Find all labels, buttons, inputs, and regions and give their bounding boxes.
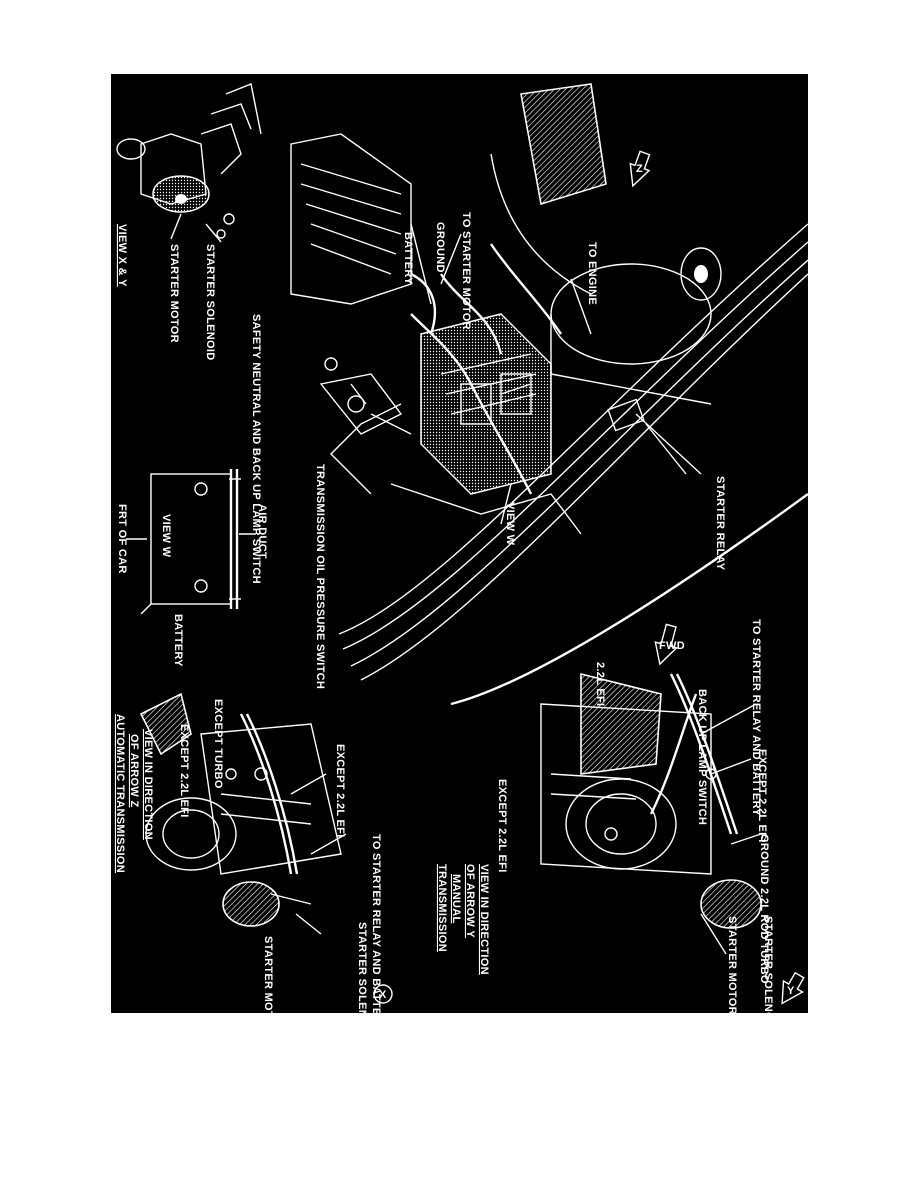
label-view-x-title-1: VIEW IN DIRECTION	[142, 729, 154, 840]
label-starter-solenoid-y: STARTER SOLENOID	[762, 916, 774, 1013]
label-view-w: VIEW W	[504, 502, 516, 546]
label-22-efi-top: 2.2L EFI	[594, 662, 606, 706]
label-except-22-efi-top-a: EXCEPT 2.2L EFI	[756, 749, 768, 843]
label-starter-motor-x: STARTER MOTOR	[262, 936, 274, 1013]
arrow-y: Y	[781, 971, 805, 1005]
label-view-y-title-2: OF ARROW Y	[464, 864, 476, 938]
label-except-22-efi-bottom-a: EXCEPT 2.2L EFI	[178, 724, 190, 818]
main-engine-view	[290, 83, 808, 706]
label-except-22-efi-bottom-b: EXCEPT 2.2L EFI	[334, 744, 346, 838]
label-view-xy-title: VIEW X & Y	[116, 224, 128, 287]
label-back-up-lamp-switch: BACK UP LAMP SWITCH	[696, 689, 708, 825]
view-xy-inset	[116, 83, 262, 243]
arrow-fwd-label: FWD	[659, 640, 685, 652]
label-starter-motor-y: STARTER MOTOR	[726, 916, 738, 1013]
view-x-inset	[139, 692, 347, 935]
label-battery: BATTERY	[402, 232, 414, 285]
label-air-duct: AIR DUCT	[256, 504, 268, 559]
label-to-engine: TO ENGINE	[586, 242, 598, 305]
label-to-starter-motor: TO STARTER MOTOR	[460, 212, 472, 330]
label-view-y-title-1: VIEW IN DIRECTION	[478, 864, 490, 975]
label-view-y-title-4: TRANSMISSION	[436, 864, 448, 952]
arrow-y-label: Y	[787, 985, 795, 997]
arrow-z-label: Z	[636, 163, 643, 175]
label-battery-w: BATTERY	[172, 614, 184, 667]
label-except-turbo: EXCEPT TURBO	[212, 699, 224, 789]
label-starter-solenoid-x: STARTER SOLENOID	[356, 922, 368, 1013]
starter-wiring-diagram: Z FWD Y X STARTER RELAY VIEW W TO ENGINE…	[114, 83, 808, 1013]
label-view-x-title-2: OF ARROW Z	[128, 734, 140, 807]
label-starter-motor-xy: STARTER MOTOR	[168, 244, 180, 343]
arrow-fwd: FWD	[654, 623, 685, 666]
label-to-starter-relay-battery-top: TO STARTER RELAY AND BATTERY	[750, 619, 762, 816]
label-ground: GROUND	[434, 222, 446, 273]
arrow-z: Z	[629, 150, 651, 188]
view-w-inset	[126, 469, 256, 615]
label-ground-rod-turbo: GROUND 2.2L ROD TURBO	[758, 834, 770, 984]
label-view-w-title: VIEW W	[160, 514, 172, 558]
label-starter-solenoid-xy: STARTER SOLENOID	[204, 244, 216, 360]
label-except-22-efi-top-b: EXCEPT 2.2L EFI	[496, 779, 508, 873]
label-transmission-oil-pressure-switch: TRANSMISSION OIL PRESSURE SWITCH	[314, 464, 326, 689]
label-to-starter-relay-battery-bottom: TO STARTER RELAY AND BATTERY	[370, 834, 382, 1013]
labels: STARTER RELAY VIEW W TO ENGINE TO STARTE…	[114, 212, 774, 1013]
label-safety-neutral-switch: SAFETY NEUTRAL AND BACK UP LAMP SWITCH	[250, 314, 262, 584]
label-starter-relay: STARTER RELAY	[714, 476, 726, 571]
diagram-panel: Z FWD Y X STARTER RELAY VIEW W TO ENGINE…	[111, 74, 808, 1013]
label-view-x-title-3: AUTOMATIC TRANSMISSION	[114, 714, 126, 873]
label-frt-of-car: FRT OF CAR	[116, 504, 128, 574]
arrow-x: X	[373, 984, 393, 1004]
view-y-inset	[540, 672, 762, 955]
label-view-y-title-3: MANUAL	[450, 874, 462, 923]
arrow-x-label: X	[379, 989, 387, 1001]
